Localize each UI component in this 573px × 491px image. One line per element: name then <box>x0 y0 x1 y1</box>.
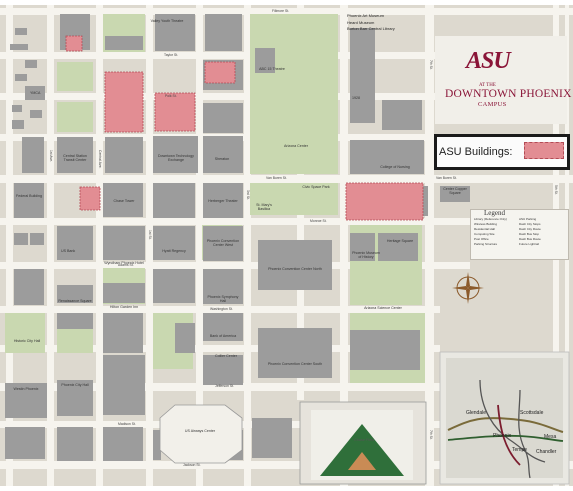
metro-inset <box>439 351 570 485</box>
legend-item: Dash Bus Stop <box>519 232 540 236</box>
street-seventh-st-south: 7th St. <box>429 430 433 440</box>
dest-library[interactable]: Burton Barr Central Library <box>347 26 395 31</box>
street-van-buren: Van Buren St. <box>266 176 287 180</box>
legend-item: ASU Parking <box>519 217 537 221</box>
street-first-st: 1st St. <box>148 230 152 240</box>
metro-chandler: Chandler <box>536 449 557 455</box>
place-herberger[interactable]: Herberger Theater <box>208 199 238 203</box>
street-van-buren-east: Van Buren St. <box>436 176 457 180</box>
place-hilton[interactable]: Hilton Garden Inn <box>109 305 139 309</box>
place-sheraton[interactable]: Sheraton <box>214 157 230 161</box>
place-chase-tower[interactable]: Chase Tower <box>113 199 135 203</box>
street-first-ave: 1st Ave. <box>49 150 53 163</box>
street-polk: Polk St. <box>165 94 177 98</box>
place-ballpark[interactable]: Chase Field <box>354 438 375 442</box>
legend-item: Future Lightrail <box>519 242 540 246</box>
asu-buildings-legend-label: ASU Buildings: <box>439 146 513 158</box>
legend-item: Library (Reference Only) <box>474 217 507 221</box>
place-museum-history[interactable]: Phoenix Museum of History <box>352 251 380 259</box>
asu-buildings <box>65 35 424 221</box>
asu-logo: ASU <box>466 48 511 74</box>
map-legend <box>470 209 569 260</box>
place-center-copper[interactable]: Center Copper Square <box>443 187 467 195</box>
place-ymca[interactable]: YMCA <box>30 91 41 95</box>
dest-art-museum[interactable]: Phoenix Art Museum <box>347 13 384 18</box>
buildings <box>5 14 470 461</box>
street-madison: Madison St. <box>118 422 136 426</box>
place-symphony-hall[interactable]: Phoenix Symphony Hall <box>207 295 239 303</box>
place-st-marys[interactable]: St. Mary's Basilica <box>256 203 272 211</box>
street-washington: Washington St. <box>210 307 233 311</box>
place-science-center[interactable]: Arizona Science Center <box>364 306 402 310</box>
legend-item: Dash Bus Route <box>519 237 541 241</box>
place-heritage-square[interactable]: Heritage Square <box>386 239 414 243</box>
legend-item: Dash City Route <box>519 227 541 231</box>
place-us-airways[interactable]: US Airways Center <box>184 429 216 433</box>
place-convention-north[interactable]: Phoenix Convention Center North <box>268 267 322 271</box>
map-legend-items: Library (Reference Only) ASU Parking Wire… <box>474 217 566 247</box>
asu-buildings-swatch <box>524 142 564 159</box>
stadium <box>299 401 427 485</box>
asu-logo-panel <box>435 36 567 124</box>
place-collier[interactable]: Collier Center <box>215 354 237 358</box>
street-fillmore: Fillmore St. <box>272 9 290 13</box>
place-convention-south[interactable]: Phoenix Convention Center South <box>267 362 323 366</box>
logo-downtown: DOWNTOWN PHOENIX <box>445 88 572 100</box>
legend-item: Dash City Stops <box>519 222 541 226</box>
place-westin[interactable]: Westin Phoenix <box>13 387 39 391</box>
place-central-station[interactable]: Central Station Transit Center <box>63 154 87 162</box>
place-bank-of-america[interactable]: Bank of America <box>209 334 237 338</box>
place-valley-youth[interactable]: Valley Youth Theatre <box>150 19 184 23</box>
place-federal[interactable]: Federal Building <box>16 194 42 198</box>
metro-phoenix: Phoenix <box>493 433 512 439</box>
place-renaissance[interactable]: Renaissance Square <box>58 299 92 303</box>
place-wyndham[interactable]: Wyndham Phoenix Hotel <box>104 261 144 265</box>
logo-campus: CAMPUS <box>478 101 507 108</box>
legend-item: Residential Hall <box>474 227 495 231</box>
metro-scottsdale: Scottsdale <box>520 410 544 416</box>
compass-icon <box>452 272 484 304</box>
street-jefferson: Jefferson St. <box>215 384 234 388</box>
metro-tempe: Tempe <box>512 447 528 453</box>
metro-glendale: Glendale <box>466 410 487 416</box>
street-central: Central Ave. <box>98 150 102 169</box>
legend-item: Parking Structure <box>474 242 498 246</box>
legend-item: Post Office <box>474 237 489 241</box>
place-phoenix-city-hall[interactable]: Phoenix City Hall <box>61 383 89 387</box>
place-historic-city-hall[interactable]: Historic City Hall <box>13 339 41 343</box>
street-east: 5th St. <box>554 185 558 195</box>
logo-at-the: AT THE <box>479 83 496 88</box>
street-jackson: Jackson St. <box>183 463 201 467</box>
place-1928[interactable]: 1928 <box>352 96 360 100</box>
street-monroe: Monroe St. <box>310 219 327 223</box>
place-hyatt[interactable]: Hyatt Regency <box>162 249 186 253</box>
street-taylor: Taylor St. <box>164 53 179 57</box>
place-civic-space[interactable]: Civic Space Park <box>302 185 330 189</box>
metro-mesa: Mesa <box>544 434 557 440</box>
place-us-bank[interactable]: US Bank <box>61 249 76 253</box>
dest-heard-museum[interactable]: Heard Museum <box>347 19 375 25</box>
north-destinations: Phoenix Art Museum Heard Museum Burton B… <box>347 13 395 33</box>
street-seventh-st: 7th St. <box>429 60 433 70</box>
place-nursing[interactable]: College of Nursing <box>380 165 410 169</box>
map-legend-title: Legend <box>484 209 505 217</box>
place-tech-exchange[interactable]: Downtown Technology Exchange <box>158 154 194 162</box>
arena <box>159 404 243 464</box>
place-convention-west[interactable]: Phoenix Convention Center West <box>206 239 240 247</box>
legend-item: Wireless Building <box>474 222 498 226</box>
legend-item: Computing Site <box>474 232 495 236</box>
street-third-st: 3rd St. <box>246 190 250 200</box>
place-arizona-center[interactable]: Arizona Center <box>284 144 308 148</box>
place-abc15[interactable]: ABC 15 Theatre <box>259 67 285 71</box>
street-adams: Adams St. <box>118 263 134 267</box>
